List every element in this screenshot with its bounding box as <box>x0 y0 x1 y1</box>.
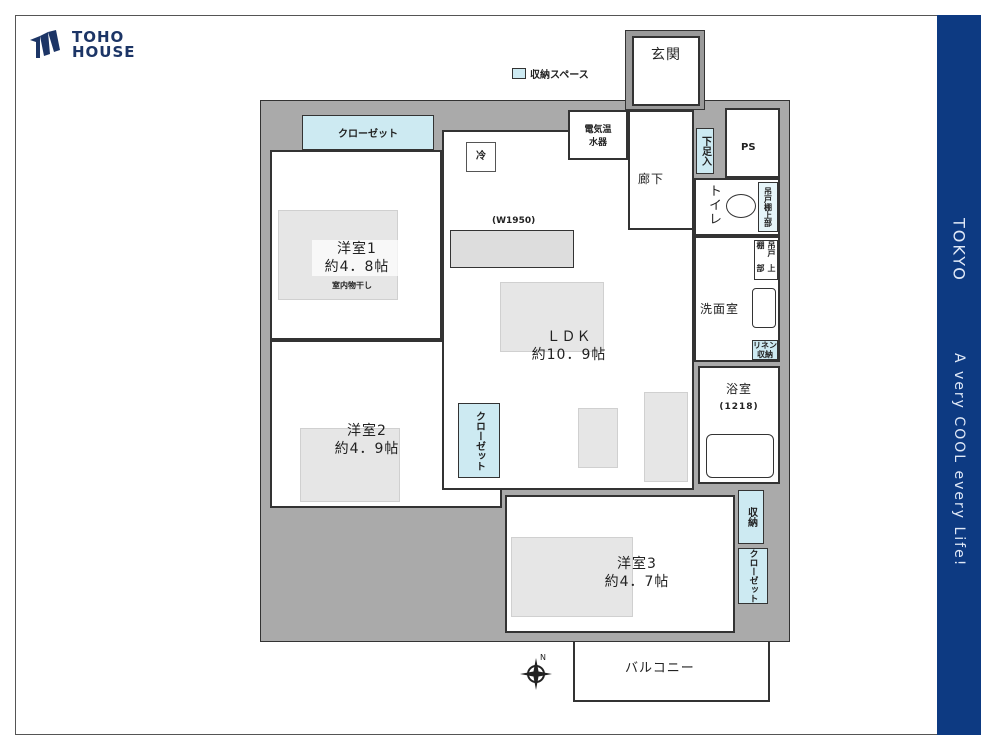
corridor: 廊下 <box>628 110 694 230</box>
closet-middle-label: クローゼット <box>473 410 485 471</box>
brand-line2: HOUSE <box>72 43 136 61</box>
drying-label: 室内物干し <box>332 281 372 290</box>
toilet: トイレ 吊戸棚上部 <box>694 178 780 236</box>
room-3: 洋室3 約4．7帖 <box>505 495 735 633</box>
closet-right: クローゼット <box>738 548 768 604</box>
washroom: 吊戸棚上部 洗面室 リネン収納 <box>694 236 780 362</box>
linen-storage: リネン収納 <box>752 340 778 360</box>
upper-label: 上部 <box>763 211 773 227</box>
water-heater: 電気温水器 <box>568 110 628 160</box>
ldk-label: ＬＤＫ 約10．9帖 <box>504 328 634 364</box>
storage: 収納 <box>738 490 764 544</box>
sidebar-band: TOKYO A very COOL every Life! <box>937 15 981 735</box>
fridge: 冷 <box>466 142 496 172</box>
legend-label: 収納スペース <box>530 70 589 81</box>
shoe-storage-label: 下足入 <box>699 136 711 166</box>
bath-size: (1218) <box>719 402 759 412</box>
sidebar-tagline: A very COOL every Life! <box>951 352 967 568</box>
room1-label: 洋室1 約4．8帖 <box>312 240 402 276</box>
closet-top-label: クローゼット <box>338 129 398 140</box>
sidebar-city: TOKYO <box>949 218 969 282</box>
storage-label: 収納 <box>745 507 757 527</box>
linen-label: リネン収納 <box>753 341 777 359</box>
balcony: バルコニー <box>573 642 770 702</box>
bed <box>300 428 400 502</box>
toilet-cabinet: 吊戸棚上部 <box>758 182 778 232</box>
brand-line1: TOHO <box>72 28 125 46</box>
bath-name: 浴室 <box>725 382 752 396</box>
legend-swatch <box>512 68 526 79</box>
pipe-space: PS <box>725 108 780 178</box>
upper-label: 上部 <box>756 263 776 272</box>
cabinet-label: 吊戸棚 <box>756 241 776 257</box>
genkan: 玄関 <box>632 36 700 106</box>
room2-label: 洋室2 約4．9帖 <box>322 422 412 458</box>
dining-table <box>500 282 604 352</box>
sofa <box>644 392 688 482</box>
room3-label: 洋室3 約4．7帖 <box>587 555 687 591</box>
ldk-size: 約10．9帖 <box>531 347 607 363</box>
ps-label: PS <box>741 142 756 153</box>
room3-name: 洋室3 <box>617 556 657 572</box>
water-heater-label: 電気温水器 <box>584 125 612 148</box>
closet-middle: クローゼット <box>458 403 500 478</box>
kitchen-width: (W1950) <box>492 216 536 226</box>
toilet-label: トイレ <box>706 184 721 226</box>
closet-top: クローゼット <box>302 115 434 150</box>
svg-text:N: N <box>540 653 546 662</box>
wash-basin <box>752 288 776 328</box>
room2-size: 約4．9帖 <box>334 441 400 457</box>
room3-size: 約4．7帖 <box>604 574 670 590</box>
room-1: 洋室1 約4．8帖 室内物干し <box>270 150 442 340</box>
washroom-label: 洗面室 <box>700 302 740 316</box>
corridor-label: 廊下 <box>638 172 665 186</box>
bathtub <box>706 434 774 478</box>
room2-name: 洋室2 <box>347 423 387 439</box>
kitchen-counter <box>450 230 574 268</box>
room1-name: 洋室1 <box>337 241 377 257</box>
logo-icon <box>30 30 60 58</box>
genkan-label: 玄関 <box>651 47 681 63</box>
room1-size: 約4．8帖 <box>324 259 390 275</box>
compass-icon: N <box>520 653 552 690</box>
ldk-name: ＬＤＫ <box>546 329 592 345</box>
coffee-table <box>578 408 618 468</box>
balcony-label: バルコニー <box>625 661 695 676</box>
shoe-storage: 下足入 <box>696 128 714 174</box>
bed <box>511 537 633 617</box>
bathroom: 浴室 (1218) <box>698 366 780 484</box>
bath-label: 浴室 (1218) <box>700 380 778 416</box>
closet-right-label: クローゼット <box>747 549 758 603</box>
toilet-bowl <box>726 194 756 218</box>
wash-cabinet: 吊戸棚上部 <box>754 240 778 280</box>
cabinet-label: 吊戸棚 <box>763 187 773 211</box>
